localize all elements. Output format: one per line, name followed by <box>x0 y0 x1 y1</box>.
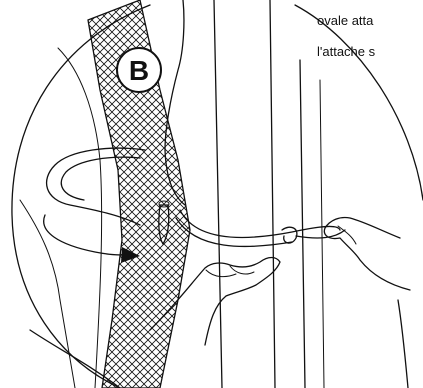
shoulder-line <box>58 48 102 388</box>
right-sleeve <box>398 300 408 388</box>
cord-end <box>296 230 345 238</box>
cord-wrap-lower <box>176 218 292 246</box>
left-hand-finger <box>206 270 236 277</box>
step-badge: B <box>117 48 161 92</box>
caption-line-2: l'attache s <box>317 44 375 60</box>
pole <box>214 0 324 388</box>
vignette-outline-right <box>295 5 423 200</box>
right-hand-thumb <box>338 226 356 244</box>
step-badge-letter: B <box>129 55 149 86</box>
cord-wrap <box>180 210 340 237</box>
caption-line-1: ovale atta <box>317 13 373 29</box>
right-hand <box>324 217 410 290</box>
cord-knot <box>282 227 297 243</box>
